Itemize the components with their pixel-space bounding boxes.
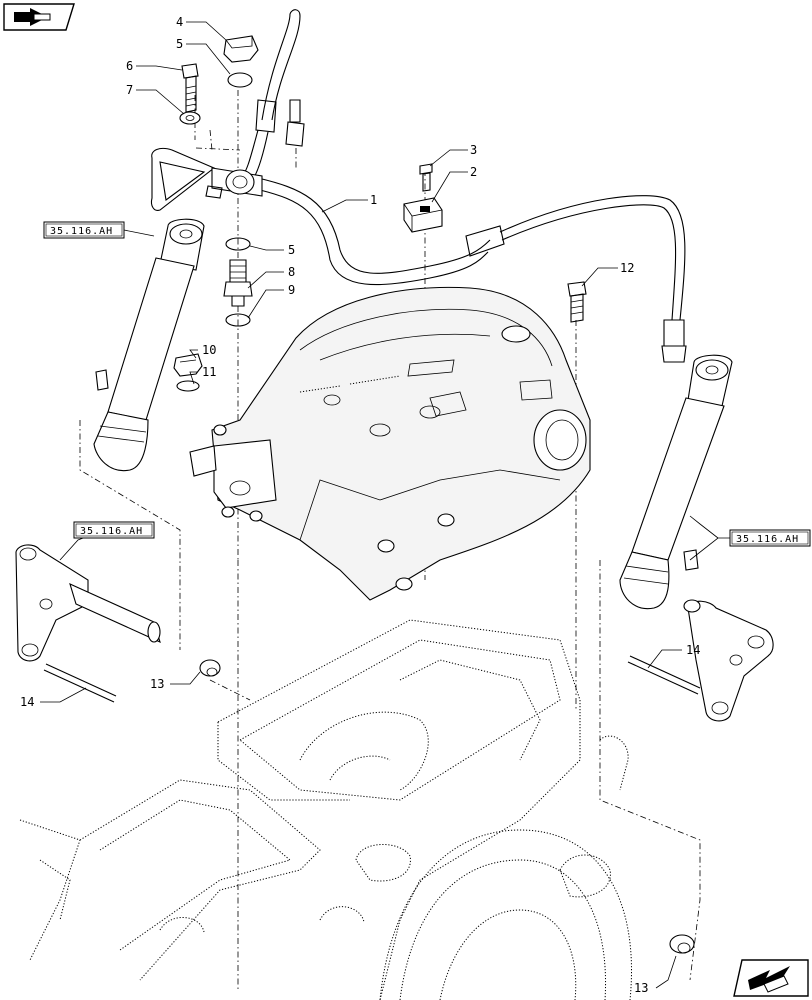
- callout-9: 9: [288, 283, 295, 297]
- o-ring-part: [227, 72, 253, 88]
- callout-13-right: 13: [634, 981, 648, 995]
- callout-2: 2: [470, 165, 477, 179]
- bolt-part-right: [567, 281, 587, 323]
- lift-arm-left: [15, 544, 161, 662]
- clamp-part: [403, 197, 443, 233]
- reference-label: 35.116.AH: [80, 526, 143, 537]
- callout-14-left: 14: [20, 695, 34, 709]
- lift-cylinder-right: [619, 354, 733, 610]
- rod-part-right: [627, 655, 701, 695]
- callout-1: 1: [370, 193, 377, 207]
- banjo-fitting: [150, 147, 263, 211]
- adapter-part: [223, 259, 253, 307]
- lift-cover-housing: [189, 286, 591, 601]
- reference-label: 35.116.AH: [736, 534, 799, 545]
- forward-arrow-icon[interactable]: [3, 3, 75, 31]
- rod-part-left: [43, 663, 117, 703]
- callout-12: 12: [620, 261, 634, 275]
- callout-11: 11: [202, 365, 216, 379]
- callout-3: 3: [470, 143, 477, 157]
- screw-part: [419, 163, 433, 192]
- bolt-part: [181, 63, 199, 113]
- callout-8: 8: [288, 265, 295, 279]
- plug-part: [173, 353, 203, 377]
- bushing-part-right: [669, 934, 695, 954]
- plug-o-ring-part: [176, 380, 200, 392]
- back-arrow-icon[interactable]: [733, 959, 809, 997]
- callout-10: 10: [202, 343, 216, 357]
- bushing-part-left: [199, 659, 221, 677]
- callout-4: 4: [176, 15, 183, 29]
- callout-7: 7: [126, 83, 133, 97]
- callout-14-right: 14: [686, 643, 700, 657]
- o-ring-part-lower: [225, 237, 251, 251]
- reference-box-left-mid[interactable]: 35.116.AH: [73, 521, 155, 539]
- reference-box-left-top[interactable]: 35.116.AH: [43, 221, 125, 239]
- callout-5-top: 5: [176, 37, 183, 51]
- cap-part: [223, 35, 259, 63]
- reference-label: 35.116.AH: [50, 226, 113, 237]
- callout-6: 6: [126, 59, 133, 73]
- lift-arm-right: [683, 599, 774, 722]
- callout-13-left: 13: [150, 677, 164, 691]
- lift-cylinder-left: [93, 218, 205, 472]
- reference-box-right[interactable]: 35.116.AH: [729, 529, 811, 547]
- washer-part: [179, 111, 201, 125]
- rear-axle-housing: [19, 619, 632, 1000]
- o-ring-part-bottom: [225, 313, 251, 327]
- callout-5-lower: 5: [288, 243, 295, 257]
